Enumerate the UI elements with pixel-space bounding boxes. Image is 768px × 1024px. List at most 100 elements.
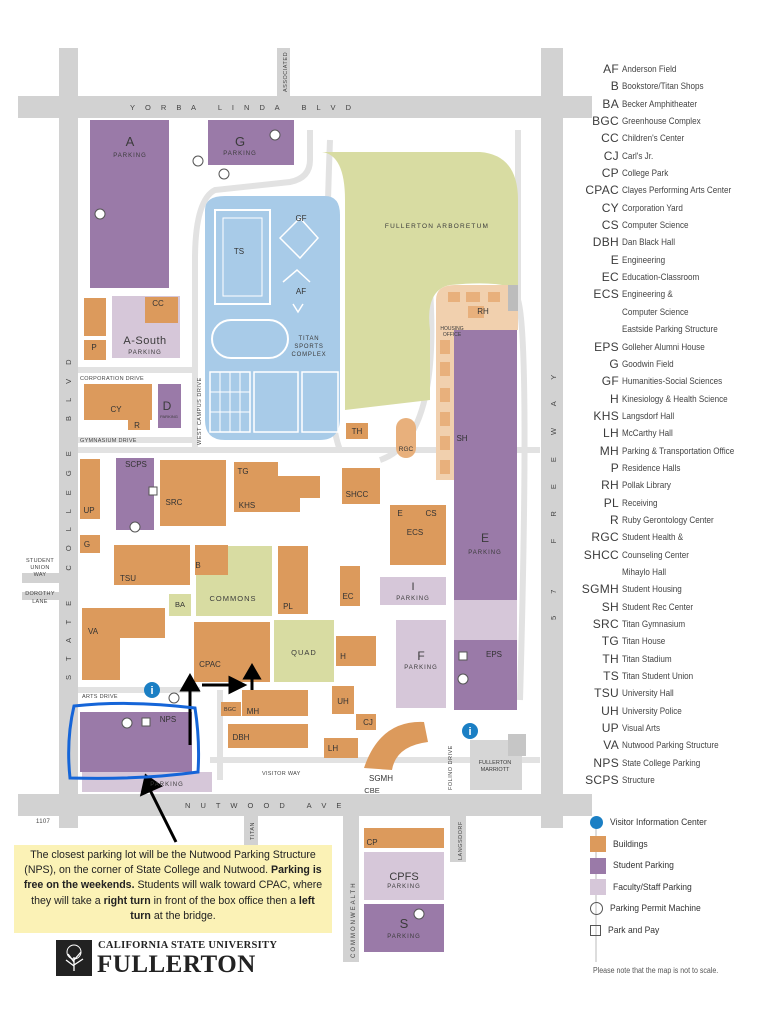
corporation-label: CORPORATION DRIVE [80, 376, 144, 382]
legend-name: Corporation Yard [622, 202, 683, 213]
svg-text:COMPLEX: COMPLEX [292, 352, 327, 358]
legend-name: Children's Center [622, 133, 685, 144]
faculty-parking-lots [82, 296, 517, 900]
svg-text:AF: AF [296, 287, 306, 296]
svg-text:PARKING: PARKING [223, 151, 257, 157]
callout-bold-3: left turn [130, 894, 315, 922]
legend-name: Dan Black Hall [622, 237, 676, 248]
legend-name: Titan Student Union [622, 671, 694, 682]
legend-abbr: NPS [593, 755, 619, 770]
legend-name: Golleher Alumni House [622, 341, 705, 352]
permit-machine-icon [590, 902, 603, 916]
callout-text-2: Students will walk toward CPAC, where th… [31, 879, 323, 907]
legend-abbr: DBH [592, 235, 619, 250]
legend-name: Ruby Gerontology Center [622, 514, 714, 525]
csuf-line1: CALIFORNIA STATE UNIVERSITY [98, 940, 278, 951]
legend-abbr: UH [601, 703, 619, 718]
svg-text:EC: EC [342, 592, 353, 601]
permit-machine-icon [94, 129, 469, 920]
legend-abbr: CY [601, 200, 619, 215]
svg-text:LH: LH [328, 744, 338, 753]
faculty-parking-swatch [590, 879, 606, 896]
svg-text:D: D [163, 399, 172, 413]
legend-abbr: VA [603, 738, 619, 753]
associated-label: ASSOCIATED [283, 52, 289, 92]
callout-bold-1: Parking is free on the weekends. [23, 864, 322, 892]
svg-text:PARKING: PARKING [396, 596, 430, 602]
legend-abbr: MH [599, 443, 619, 458]
parking-instructions: The closest parking lot will be the Nutw… [14, 845, 332, 933]
info-icon [590, 816, 603, 830]
dorothy-label-1: DOROTHY [25, 591, 55, 597]
svg-text:PARKING: PARKING [387, 934, 421, 940]
map-key: Visitor Information Center Buildings Stu… [590, 812, 750, 941]
svg-text:HOUSING: HOUSING [440, 326, 463, 332]
legend-name: Bookstore/Titan Shops [622, 81, 704, 92]
legend-abbr: CP [601, 166, 619, 181]
svg-text:PL: PL [283, 602, 293, 611]
legend-abbr: GF [601, 374, 619, 389]
legend-name: College Park [622, 168, 669, 179]
svg-text:SGMH: SGMH [369, 774, 393, 783]
svg-text:NPS: NPS [160, 715, 176, 724]
building-swatch [590, 836, 606, 853]
legend-abbr: CPAC [585, 183, 619, 198]
csuf-logo: CALIFORNIA STATE UNIVERSITY FULLERTON [56, 938, 278, 978]
lot-g [208, 120, 294, 165]
legend-name: Becker Amphitheater [622, 98, 698, 109]
major-roads [18, 48, 592, 962]
svg-text:G: G [235, 134, 245, 149]
svg-text:B: B [195, 561, 200, 570]
legend-abbr: G [609, 356, 619, 371]
callout-bold-2: right turn [103, 894, 151, 907]
svg-text:BA: BA [175, 600, 185, 609]
legend-abbr: AF [603, 62, 619, 76]
folino-label: FOLINO DRIVE [448, 745, 454, 790]
legend-name: University Hall [622, 688, 674, 699]
legend-name: Mihaylo Hall [622, 566, 667, 577]
svg-text:ECS: ECS [407, 528, 423, 537]
legend-name: Education-Classroom [622, 272, 700, 283]
legend-name: Student Housing [622, 584, 682, 595]
lot-d [158, 384, 181, 428]
student-union-label-1: STUDENT [26, 558, 54, 564]
legend-name: Computer Science [622, 306, 689, 317]
park-and-pay-icon [141, 486, 468, 727]
legend-name: Humanities-Social Sciences [622, 376, 723, 387]
state-college-label: S T A T E C O L L E G E B L V D [64, 353, 73, 680]
legend-name: Titan Gymnasium [622, 619, 686, 629]
key-student-parking: Student Parking [590, 855, 750, 877]
titan-label: TITAN [250, 822, 256, 840]
legend-abbr: SH [601, 599, 619, 614]
svg-text:S: S [400, 916, 409, 931]
svg-text:CS: CS [425, 509, 436, 518]
legend-abbr: CJ [603, 148, 619, 163]
nutwood-label: N U T W O O D A V E [185, 801, 345, 810]
key-permit: Parking Permit Machine [590, 898, 750, 920]
svg-text:SH: SH [456, 434, 467, 443]
legend-abbr: TSU [594, 686, 619, 701]
svg-text:PARKING: PARKING [468, 550, 502, 556]
legend-name: Goodwin Field [622, 358, 674, 369]
langsdorf-label: LANGSDORF [458, 821, 464, 860]
student-parking-swatch [590, 857, 606, 874]
legend-name: Structure [622, 775, 655, 786]
key-buildings: Buildings [590, 834, 750, 856]
info-icon-folino[interactable]: i [462, 723, 478, 739]
info-icon[interactable]: i [144, 682, 160, 698]
